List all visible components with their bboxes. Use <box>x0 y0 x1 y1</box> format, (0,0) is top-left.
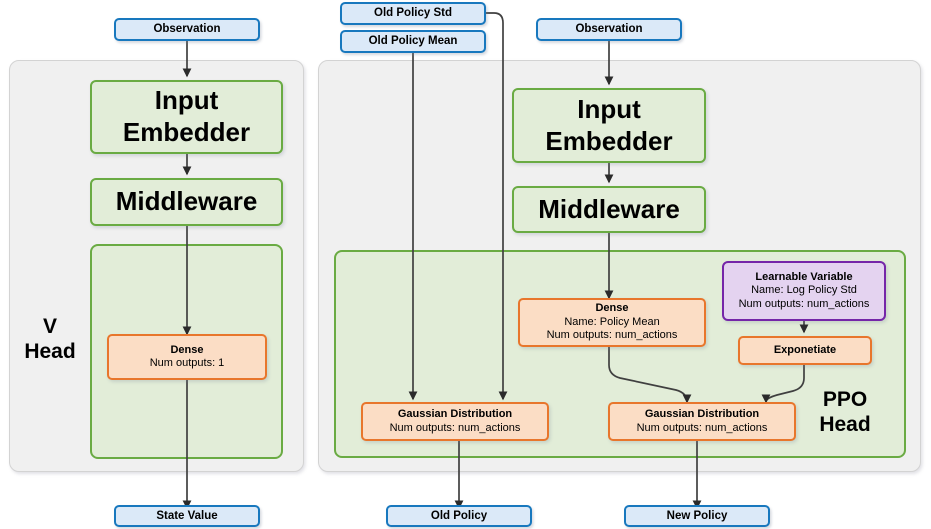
output-state-value-label: State Value <box>156 509 218 522</box>
v-dense[interactable]: Dense Num outputs: 1 <box>107 334 267 380</box>
output-new-policy-label: New Policy <box>666 509 728 522</box>
ppo-dense-title: Dense <box>595 302 629 315</box>
v-head-title-line1: V <box>42 315 57 338</box>
ppo-gaussian-old-title: Gaussian Distribution <box>397 408 513 421</box>
output-state-value[interactable]: State Value <box>114 505 260 527</box>
ppo-dense-num-outputs: Num outputs: num_actions <box>546 329 678 342</box>
ppo-head-title-line1: PPO <box>822 388 868 411</box>
v-head-title: V Head <box>14 315 86 365</box>
v-head-title-line2: Head <box>24 339 76 363</box>
output-new-policy[interactable]: New Policy <box>624 505 770 527</box>
ppo-head-title-line2: Head <box>819 412 871 436</box>
ppo-head-title: PPO Head <box>800 388 890 438</box>
input-observation-v-label: Observation <box>153 23 221 36</box>
ppo-gaussian-new-num-outputs: Num outputs: num_actions <box>636 421 768 434</box>
ppo-dense-name: Name: Policy Mean <box>564 315 660 328</box>
ppo-input-embedder-label: Input Embedder <box>545 93 673 156</box>
input-old-policy-std-label: Old Policy Std <box>374 7 452 20</box>
ppo-middleware-label: Middleware <box>538 193 680 224</box>
ppo-gaussian-new-title: Gaussian Distribution <box>644 408 760 421</box>
input-observation-ppo[interactable]: Observation <box>536 18 682 41</box>
input-observation-v[interactable]: Observation <box>114 18 260 41</box>
ppo-learnable-variable-num-outputs: Num outputs: num_actions <box>738 297 870 310</box>
ppo-learnable-variable-name: Name: Log Policy Std <box>751 284 857 297</box>
v-dense-num-outputs: Num outputs: 1 <box>149 357 225 369</box>
v-middleware-label: Middleware <box>115 186 258 217</box>
v-dense-title: Dense <box>170 343 204 356</box>
input-old-policy-std[interactable]: Old Policy Std <box>340 2 486 25</box>
ppo-learnable-variable[interactable]: Learnable Variable Name: Log Policy Std … <box>722 261 886 321</box>
ppo-dense-policy-mean[interactable]: Dense Name: Policy Mean Num outputs: num… <box>518 298 706 347</box>
ppo-learnable-variable-title: Learnable Variable <box>755 270 853 283</box>
ppo-input-embedder[interactable]: Input Embedder <box>512 88 706 163</box>
input-old-policy-mean-label: Old Policy Mean <box>368 35 458 48</box>
ppo-middleware[interactable]: Middleware <box>512 186 706 233</box>
ppo-gaussian-new[interactable]: Gaussian Distribution Num outputs: num_a… <box>608 402 796 441</box>
ppo-exponentiate-label: Exponetiate <box>773 343 837 356</box>
ppo-gaussian-old[interactable]: Gaussian Distribution Num outputs: num_a… <box>361 402 549 441</box>
output-old-policy[interactable]: Old Policy <box>386 505 532 527</box>
input-observation-ppo-label: Observation <box>575 23 643 36</box>
output-old-policy-label: Old Policy <box>430 509 488 522</box>
ppo-exponentiate[interactable]: Exponetiate <box>738 336 872 365</box>
input-old-policy-mean[interactable]: Old Policy Mean <box>340 30 486 53</box>
ppo-gaussian-old-num-outputs: Num outputs: num_actions <box>389 421 521 434</box>
v-input-embedder-label: Input Embedder <box>122 85 251 147</box>
v-input-embedder[interactable]: Input Embedder <box>90 80 283 154</box>
v-middleware[interactable]: Middleware <box>90 178 283 226</box>
